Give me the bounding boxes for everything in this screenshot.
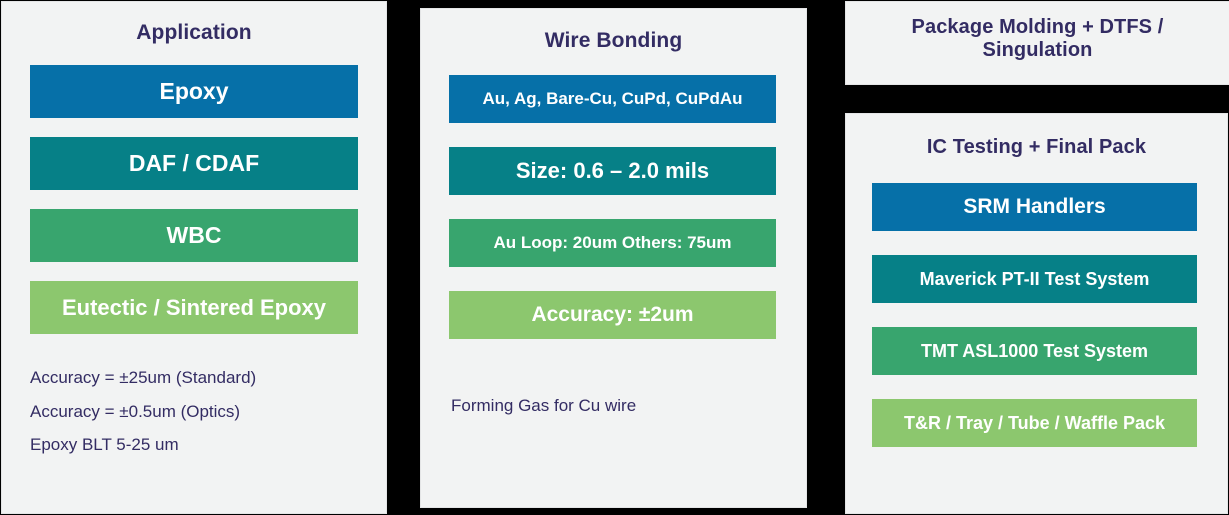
panel-package-molding: Package Molding + DTFS / Singulation: [845, 1, 1229, 85]
ic-testing-bar-srm-handlers[interactable]: SRM Handlers: [872, 183, 1197, 232]
ic-testing-bar-maverick-pt-ii[interactable]: Maverick PT-II Test System: [872, 255, 1197, 304]
panel-ic-testing: IC Testing + Final Pack SRM Handlers Mav…: [845, 113, 1228, 514]
wire-bonding-note-forming-gas: Forming Gas for Cu wire: [451, 396, 637, 416]
panel-ic-testing-title: IC Testing + Final Pack: [926, 136, 1147, 158]
panel-wire-bonding: Wire Bonding Au, Ag, Bare-Cu, CuPd, CuPd…: [420, 8, 807, 508]
ic-testing-bar-list: SRM Handlers Maverick PT-II Test System …: [872, 183, 1197, 448]
panel-application-title: Application: [136, 21, 252, 44]
application-note-epoxy-blt: Epoxy BLT 5-25 um: [30, 434, 179, 454]
application-bar-eutectic-sintered-epoxy[interactable]: Eutectic / Sintered Epoxy: [30, 281, 358, 335]
application-note-accuracy-optics: Accuracy = ±0.5um (Optics): [30, 401, 241, 421]
ic-testing-bar-tmt-asl1000[interactable]: TMT ASL1000 Test System: [872, 327, 1197, 376]
panel-package-molding-title: Package Molding + DTFS / Singulation: [911, 16, 1164, 62]
application-bar-daf-cdaf[interactable]: DAF / CDAF: [30, 137, 358, 191]
wire-bonding-bar-materials[interactable]: Au, Ag, Bare-Cu, CuPd, CuPdAu: [449, 75, 776, 124]
application-bar-epoxy[interactable]: Epoxy: [30, 65, 358, 119]
wire-bonding-bar-size[interactable]: Size: 0.6 – 2.0 mils: [449, 147, 776, 196]
wire-bonding-bar-list: Au, Ag, Bare-Cu, CuPd, CuPdAu Size: 0.6 …: [449, 75, 776, 340]
panel-wire-bonding-title: Wire Bonding: [544, 29, 683, 52]
ic-testing-bar-packing-options[interactable]: T&R / Tray / Tube / Waffle Pack: [872, 399, 1197, 448]
wire-bonding-notes: Forming Gas for Cu wire: [451, 389, 778, 422]
application-notes: Accuracy = ±25um (Standard) Accuracy = ±…: [30, 361, 358, 460]
panel-application: Application Epoxy DAF / CDAF WBC Eutecti…: [1, 1, 387, 514]
wire-bonding-bar-loop[interactable]: Au Loop: 20um Others: 75um: [449, 219, 776, 268]
wire-bonding-bar-accuracy[interactable]: Accuracy: ±2um: [449, 291, 776, 340]
application-bar-wbc[interactable]: WBC: [30, 209, 358, 263]
application-note-accuracy-standard: Accuracy = ±25um (Standard): [30, 368, 257, 388]
application-bar-list: Epoxy DAF / CDAF WBC Eutectic / Sintered…: [30, 65, 358, 335]
